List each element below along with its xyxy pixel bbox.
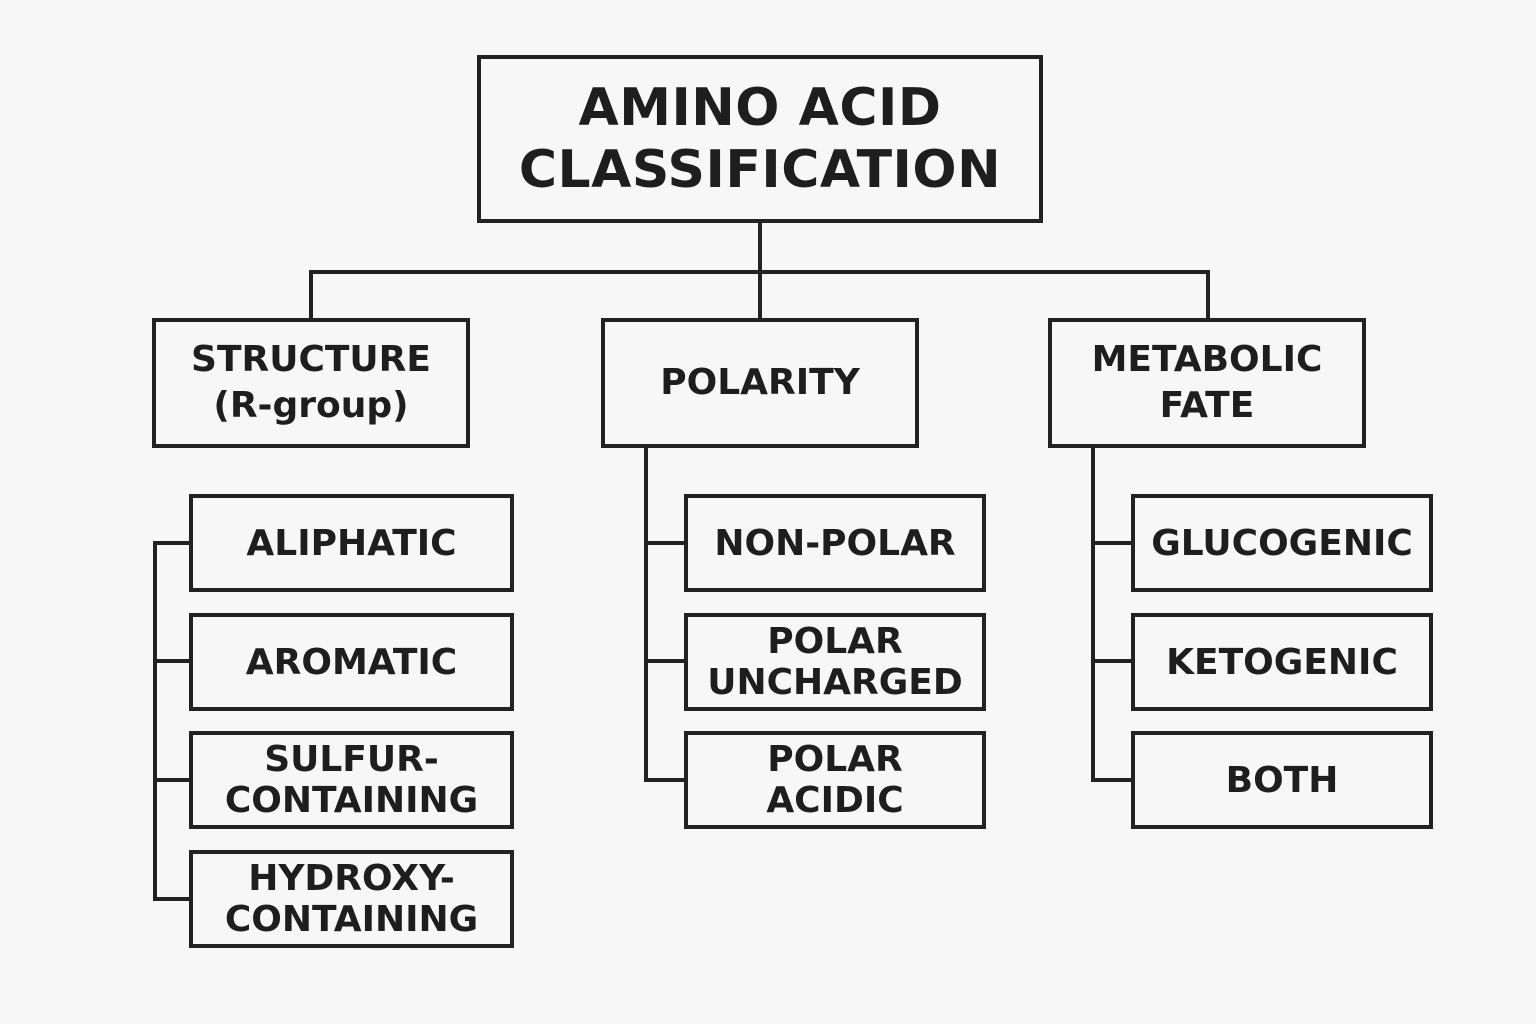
leaf-label-line2: UNCHARGED <box>707 662 963 703</box>
category-label-line1: STRUCTURE <box>191 339 431 380</box>
leaf-polar-acidic: POLAR ACIDIC <box>684 731 986 829</box>
leaf-label: NON-POLAR <box>714 522 956 564</box>
root-title-line2: CLASSIFICATION <box>518 140 1002 200</box>
leaf-label-line2: CONTAINING <box>224 780 479 821</box>
category-label-line1: POLARITY <box>660 362 860 403</box>
category-structure: STRUCTURE (R-group) <box>152 318 470 448</box>
leaf-label: KETOGENIC <box>1166 641 1398 683</box>
category-polarity: POLARITY <box>601 318 919 448</box>
leaf-label: BOTH <box>1225 759 1339 801</box>
leaf-ketogenic: KETOGENIC <box>1131 613 1433 711</box>
leaf-both: BOTH <box>1131 731 1433 829</box>
leaf-aromatic: AROMATIC <box>189 613 514 711</box>
leaf-non-polar: NON-POLAR <box>684 494 986 592</box>
leaf-sulfur-containing: SULFUR- CONTAINING <box>189 731 514 829</box>
category-label-line1: METABOLIC <box>1091 339 1323 380</box>
leaf-label: AROMATIC <box>245 641 458 683</box>
leaf-label-line1: POLAR <box>767 739 903 780</box>
category-label-line2: (R-group) <box>213 385 409 426</box>
leaf-hydroxy-containing: HYDROXY- CONTAINING <box>189 850 514 948</box>
leaf-label-line2: ACIDIC <box>766 780 904 821</box>
leaf-label: GLUCOGENIC <box>1151 522 1413 564</box>
leaf-label-line1: HYDROXY- <box>248 858 455 899</box>
leaf-glucogenic: GLUCOGENIC <box>1131 494 1433 592</box>
leaf-aliphatic: ALIPHATIC <box>189 494 514 592</box>
root-title-line1: AMINO ACID <box>578 78 942 138</box>
leaf-label-line1: POLAR <box>767 621 903 662</box>
category-label-line2: FATE <box>1159 385 1255 426</box>
category-metabolic-fate: METABOLIC FATE <box>1048 318 1366 448</box>
leaf-label-line1: SULFUR- <box>264 739 439 780</box>
leaf-label-line2: CONTAINING <box>224 899 479 940</box>
leaf-polar-uncharged: POLAR UNCHARGED <box>684 613 986 711</box>
root-node: AMINO ACID CLASSIFICATION <box>477 55 1043 223</box>
leaf-label: ALIPHATIC <box>246 522 457 564</box>
